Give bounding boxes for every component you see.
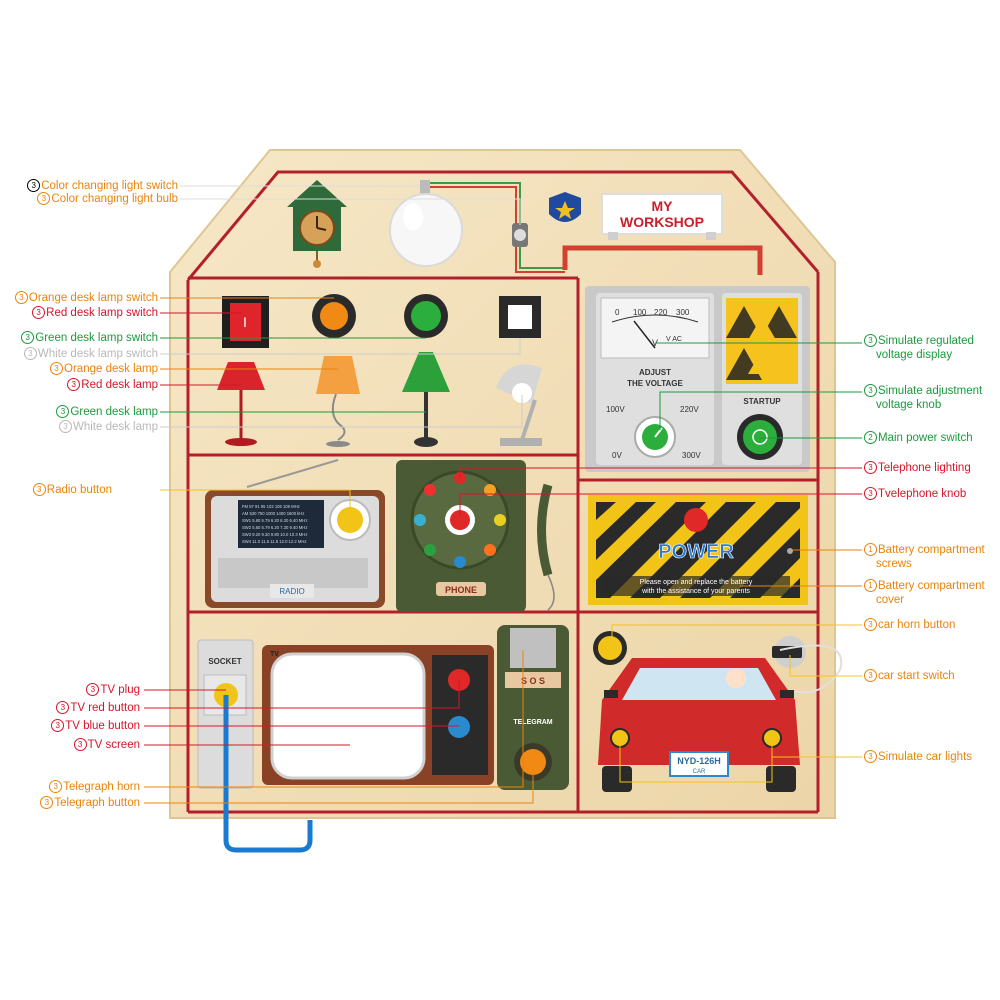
plate-line2: CAR [693, 769, 706, 775]
car-panel: NYD-126H CAR [593, 631, 843, 792]
orange-desk-lamp [316, 356, 360, 447]
radio-dial-row-4: SW3 9.20 9.30 9.80 10.0 10.3 MHz [242, 532, 307, 537]
cuckoo-clock [287, 180, 347, 268]
color-light-toggle-switch [512, 223, 528, 247]
color-changing-bulb [389, 180, 463, 267]
telegram-label: TELEGRAM [513, 719, 552, 726]
white-lamp-switch [499, 296, 541, 338]
sign-line1: MY [652, 198, 674, 214]
radio-dial-row-2: SW1 5.60 5.79 6.20 6.30 6.40 MHz [242, 518, 307, 523]
socket-label: SOCKET [208, 657, 241, 666]
svg-text:I: I [243, 314, 247, 330]
red-lamp-rocker-switch: I [222, 296, 269, 348]
knob-tick-300: 300V [682, 451, 701, 460]
radio-dial-row-3: SW2 5.60 5.79 6.20 7.30 9.40 MHz [242, 525, 307, 530]
meter-tick-1: 100 [633, 308, 647, 317]
power-note-1: Please open and replace the battery [640, 579, 753, 586]
radio-dial-row-1: AM 530 750 1000 1400 1600 kHz [242, 511, 304, 516]
adjust-line1: ADJUST [639, 368, 671, 377]
sign-line2: WORKSHOP [620, 214, 704, 230]
phone-label: PHONE [445, 585, 477, 595]
sos-label: S O S [521, 676, 545, 686]
power-note-2: with the assistance of your parents [641, 588, 750, 595]
startup-label: STARTUP [743, 397, 781, 406]
white-desk-lamp [496, 364, 542, 446]
telegraph: S O S TELEGRAM [497, 625, 569, 790]
plate-line1: NYD-126H [677, 756, 721, 766]
meter-tick-3: 300 [676, 308, 690, 317]
meter-tick-2: 220 [654, 308, 668, 317]
meter-tick-0: 0 [615, 308, 620, 317]
knob-tick-100: 100V [606, 405, 625, 414]
radio-dial-row-0: FM 87 91 95 102 106 108 MHz [242, 504, 300, 509]
star-badge [549, 192, 581, 222]
voltage-panel: 0 100 220 300 V V AC ADJUST THE VOLTAGE … [585, 286, 810, 472]
orange-lamp-switch [312, 294, 356, 338]
power-label: POWER [658, 541, 734, 563]
telephone: PHONE [396, 460, 555, 612]
radio-dial-row-5: SW4 11.0 11.5 11.8 12.0 12.2 MHz [242, 539, 306, 544]
knob-tick-220: 220V [680, 405, 699, 414]
tv-label: TV [270, 651, 279, 658]
green-desk-lamp [402, 352, 450, 447]
meter-unit: V AC [666, 336, 682, 343]
radio: FM 87 91 95 102 106 108 MHz AM 530 750 1… [205, 459, 385, 608]
workshop-sign: MY WORKSHOP [601, 193, 723, 240]
adjust-line2: THE VOLTAGE [627, 379, 683, 388]
television: TV [262, 645, 494, 785]
radio-label: RADIO [279, 587, 304, 596]
battery-compartment-cover: POWER Please open and replace the batter… [588, 495, 808, 605]
green-lamp-switch [404, 294, 448, 338]
knob-tick-0: 0V [612, 451, 622, 460]
